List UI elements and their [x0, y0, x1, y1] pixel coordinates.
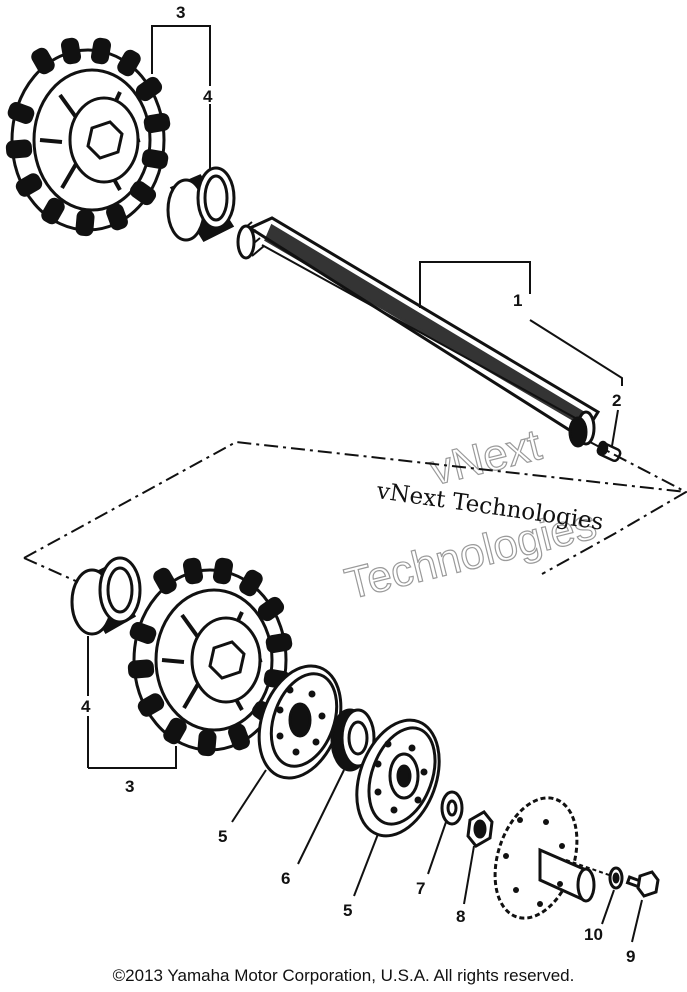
bushing-bottom — [70, 556, 142, 636]
flange-hub — [493, 796, 596, 920]
washer — [440, 790, 464, 826]
leader-lines — [23, 25, 687, 943]
callout-10: 10 — [584, 925, 603, 944]
sprocket-top — [5, 37, 171, 237]
callout-2: 2 — [612, 391, 621, 410]
callout-numbers: 3 4 1 2 4 3 5 6 5 7 8 10 9 — [81, 3, 635, 966]
callout-5-right: 5 — [343, 901, 352, 920]
callout-9: 9 — [626, 947, 635, 966]
callout-4-bottom: 4 — [81, 697, 91, 716]
bolt — [625, 870, 660, 898]
drive-shaft — [236, 216, 601, 448]
bushing-top — [166, 166, 236, 242]
callout-5-left: 5 — [218, 827, 227, 846]
callout-3-bottom: 3 — [125, 777, 134, 796]
plate-right — [355, 718, 441, 838]
callout-6: 6 — [281, 869, 290, 888]
callout-3-top: 3 — [176, 3, 185, 22]
nut — [466, 810, 494, 848]
copyright-notice: ©2013 Yamaha Motor Corporation, U.S.A. A… — [112, 966, 575, 985]
watermark-outline-top: vNext — [425, 420, 546, 495]
callout-7: 7 — [416, 879, 425, 898]
plate-left — [257, 664, 343, 780]
callout-4-top: 4 — [203, 87, 213, 106]
callout-8: 8 — [456, 907, 465, 926]
bearing — [330, 708, 376, 772]
lock-washer — [608, 866, 624, 890]
callout-1: 1 — [513, 291, 522, 310]
sprocket-bottom — [127, 557, 293, 757]
